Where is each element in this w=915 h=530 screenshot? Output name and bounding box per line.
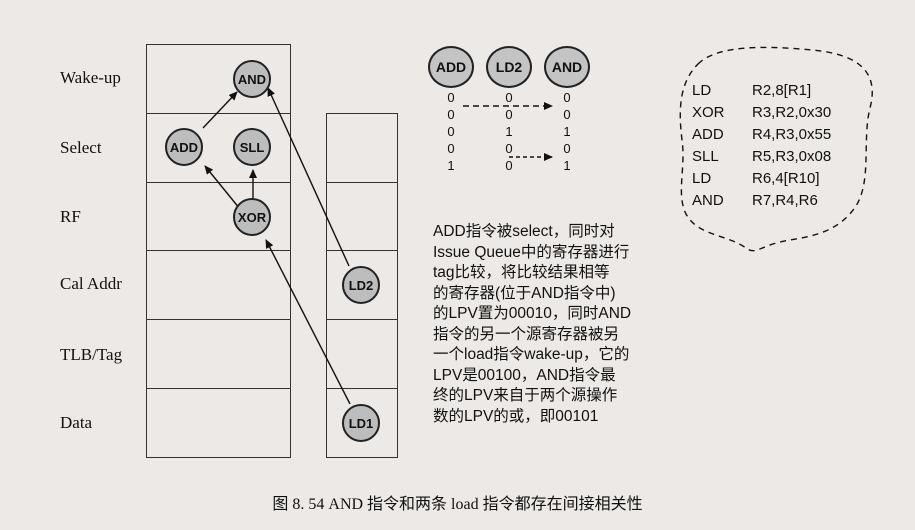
lpv-bit: 1 [563, 124, 571, 139]
arrow-xor-to-add [204, 165, 241, 210]
stage-label-wakeup: Wake-up [60, 68, 121, 87]
instruction-op: XOR [692, 104, 725, 121]
explanation-line: 一个load指令wake-up，它的 [433, 346, 630, 363]
explanation-line: tag比较，将比较结果相等 [433, 264, 610, 281]
pipeline-cell-data [146, 388, 291, 458]
instruction-args: R6,4[R10] [752, 170, 820, 187]
lpv-bit: 1 [505, 124, 513, 139]
lpv-bit: 0 [563, 90, 571, 105]
lpv-bit: 0 [563, 141, 571, 156]
explanation-line: 终的LPV来自于两个源操作 [433, 387, 618, 404]
instruction-args: R3,R2,0x30 [752, 104, 832, 121]
node-add: ADD [165, 128, 203, 166]
explanation-text: ADD指令被select，同时对 Issue Queue中的寄存器进行 tag比… [433, 222, 703, 427]
explanation-line: ADD指令被select，同时对 [433, 223, 615, 240]
instruction-op: ADD [692, 126, 724, 143]
stage-label-rf: RF [60, 207, 81, 226]
explanation-line: 的寄存器(位于AND指令中) [433, 284, 616, 302]
instruction-op: LD [692, 170, 712, 187]
explanation-line: 的LPV置为00010，同时AND [433, 305, 632, 322]
lpv-bit: 0 [447, 141, 455, 156]
explanation-line: 数的LPV的或，即00101 [433, 407, 599, 425]
arrow-ld1-to-xor [265, 239, 351, 405]
node-ld2: LD2 [342, 266, 380, 304]
lpv-bit: 0 [505, 158, 513, 173]
figure-caption: 图 8. 54 AND 指令和两条 load 指令都存在间接相关性 [272, 496, 643, 513]
lpv-header-and: AND [544, 46, 590, 88]
explanation-line: 指令的另一个源寄存器被另 [433, 325, 620, 343]
lpv-bit: 0 [447, 90, 455, 105]
instruction-args: R7,R4,R6 [752, 192, 818, 209]
instruction-args: R2,8[R1] [752, 82, 812, 99]
instruction-op: AND [692, 192, 724, 209]
lpv-header-ld2: LD2 [486, 46, 532, 88]
explanation-line: LPV是00100，AND指令最 [433, 366, 616, 384]
stage-label-tlb-tag: TLB/Tag [60, 345, 123, 364]
explanation-line: Issue Queue中的寄存器进行 [433, 243, 630, 261]
arrow-add-to-and [202, 91, 238, 129]
arrow-ld2-to-and [267, 87, 350, 267]
node-xor: XOR [233, 198, 271, 236]
lpv-bit: 1 [563, 158, 571, 173]
stage-label-cal-addr: Cal Addr [60, 274, 122, 293]
instruction-args: R4,R3,0x55 [752, 126, 832, 143]
instruction-op: LD [692, 82, 712, 99]
load-cell-data [326, 388, 398, 458]
lpv-bit: 0 [505, 90, 513, 105]
lpv-bit: 0 [563, 107, 571, 122]
lpv-bit: 1 [447, 158, 455, 173]
lpv-bit: 0 [505, 141, 513, 156]
stage-label-select: Select [60, 138, 102, 157]
lpv-header-add: ADD [428, 46, 474, 88]
node-sll: SLL [233, 128, 271, 166]
lpv-bit: 0 [447, 107, 455, 122]
node-and: AND [233, 60, 271, 98]
instruction-args: R5,R3,0x08 [752, 148, 832, 165]
lpv-bit: 0 [505, 107, 513, 122]
node-ld1: LD1 [342, 404, 380, 442]
instruction-op: SLL [692, 148, 719, 165]
lpv-bit: 0 [447, 124, 455, 139]
stage-label-data: Data [60, 413, 93, 432]
